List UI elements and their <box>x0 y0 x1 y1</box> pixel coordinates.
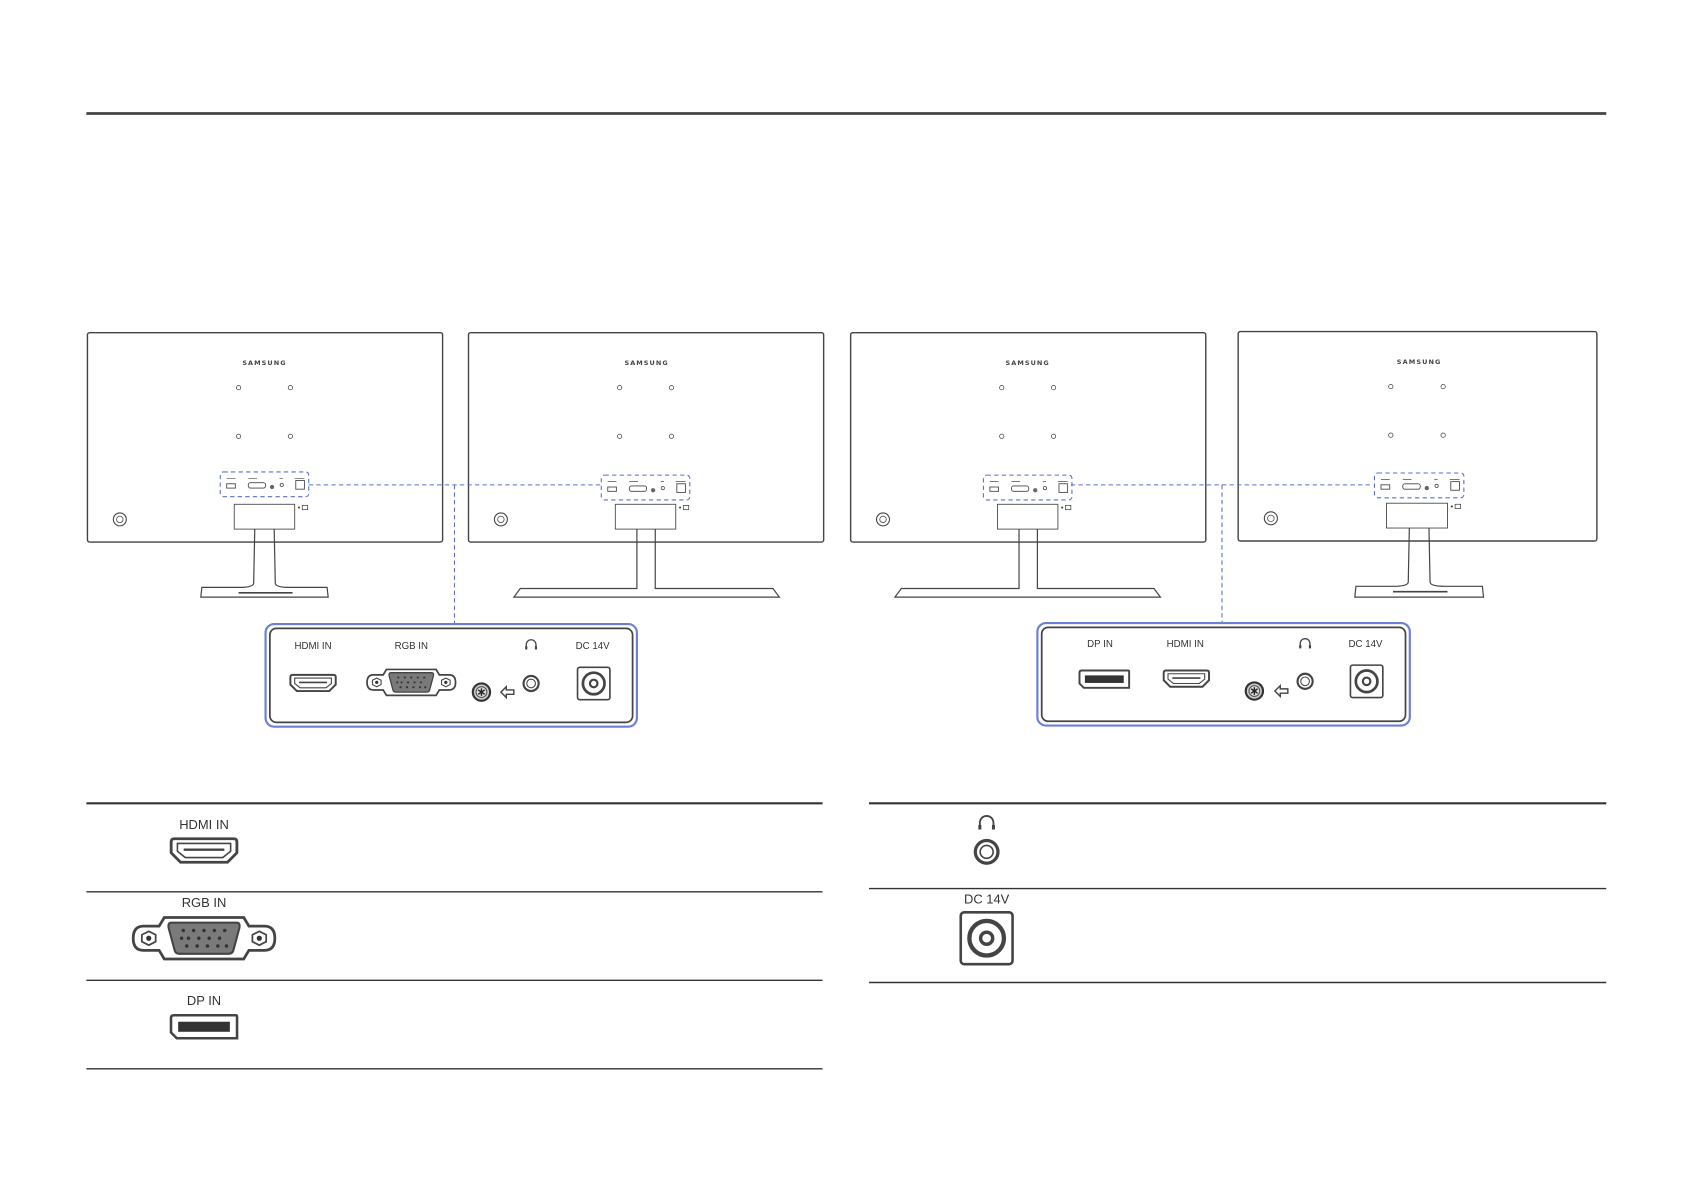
vga-port-icon <box>131 916 277 961</box>
samsung-logo: SAMSUNG <box>1397 358 1442 366</box>
screw-icon <box>1244 681 1265 701</box>
connector-line-left <box>308 484 602 625</box>
port-callout-left: HDMI IN RGB IN DC 14V <box>264 623 638 728</box>
displayport-port-icon <box>169 1013 239 1040</box>
port-table-left: HDMI IN RGB IN DP IN <box>86 802 823 1070</box>
dp-in-label: DP IN <box>1087 639 1113 650</box>
headphone-jack-icon <box>1296 672 1314 690</box>
headphone-jack-icon <box>973 838 1000 865</box>
dc-14v-label: DC 14V <box>576 641 611 652</box>
monitor-back-4: SAMSUNG <box>1237 330 1598 598</box>
headphone-jack-icon <box>522 674 540 693</box>
hdmi-in-label: HDMI IN <box>179 817 229 832</box>
displayport-port-icon <box>1078 669 1131 689</box>
dc-power-jack-icon <box>961 912 1013 964</box>
dc-power-jack-icon <box>1349 663 1385 699</box>
dc-power-jack-icon <box>576 665 612 702</box>
port-table-right: DC 14V <box>868 802 1607 984</box>
table-row: DP IN <box>169 993 239 1040</box>
dp-in-label: DP IN <box>187 993 221 1008</box>
samsung-logo: SAMSUNG <box>1006 359 1050 367</box>
port-callout-right: DP IN HDMI IN DC 14V <box>1036 621 1411 727</box>
table-row: RGB IN <box>131 895 277 961</box>
hdmi-port-icon <box>1162 669 1210 688</box>
table-row: HDMI IN <box>169 817 239 864</box>
monitor-back-3: SAMSUNG <box>849 331 1207 598</box>
monitor-back-1: SAMSUNG <box>86 331 444 598</box>
samsung-logo: SAMSUNG <box>624 359 668 367</box>
dc-14v-label: DC 14V <box>964 892 1010 907</box>
rgb-in-label: RGB IN <box>395 641 428 652</box>
headphone-icon <box>977 815 996 831</box>
table-row <box>973 815 1000 865</box>
monitor-back-2: SAMSUNG <box>467 331 825 598</box>
hdmi-port-icon <box>289 673 337 693</box>
screw-icon <box>471 682 492 702</box>
hdmi-in-label: HDMI IN <box>294 641 331 652</box>
table-row: DC 14V <box>961 892 1013 964</box>
samsung-logo: SAMSUNG <box>242 359 286 367</box>
hdmi-port-icon <box>169 837 239 864</box>
hdmi-in-label: HDMI IN <box>1167 639 1204 650</box>
dc-14v-label: DC 14V <box>1349 639 1384 650</box>
rgb-in-label: RGB IN <box>182 895 227 910</box>
connector-line-right <box>1070 484 1374 624</box>
